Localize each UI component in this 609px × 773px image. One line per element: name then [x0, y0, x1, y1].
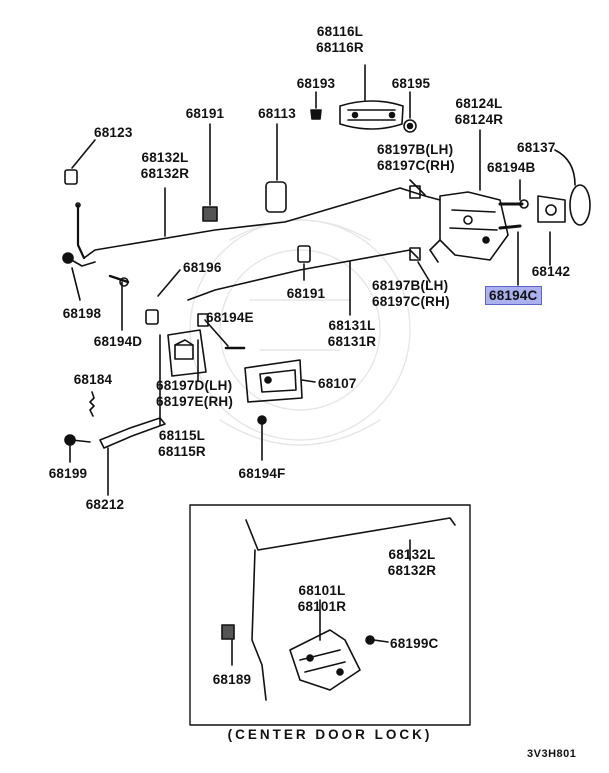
label-68132-top: 68132L 68132R: [140, 150, 190, 181]
label-68194f: 68194F: [238, 466, 286, 481]
label-68189: 68189: [212, 672, 252, 687]
label-68115: 68115L 68115R: [158, 428, 206, 459]
part-68107-inside-handle: [244, 359, 316, 403]
part-68193-screw: [310, 91, 322, 120]
part-68191-clip-top: [202, 123, 218, 222]
label-68194c-highlighted: 68194C: [485, 286, 542, 305]
watermark: [189, 219, 411, 446]
inset-caption: (CENTER DOOR LOCK): [227, 727, 433, 742]
label-68194b: 68194B: [487, 160, 536, 175]
part-68197de-clip: [159, 313, 209, 421]
inset-rods: [245, 517, 456, 701]
part-68194b-bolt: [498, 179, 529, 209]
label-68142: 68142: [531, 264, 571, 279]
part-68113-cover: [265, 123, 287, 213]
label-68131: 68131L 68131R: [327, 318, 377, 349]
part-inside-handle-bracket: [167, 329, 207, 377]
part-68198-joint: [62, 252, 96, 301]
part-68191-clip-mid: [297, 245, 311, 281]
label-68197bc-mid: 68197B(LH) 68197C(RH): [372, 278, 450, 309]
label-68123: 68123: [94, 125, 133, 140]
label-68197de: 68197D(LH) 68197E(RH): [156, 378, 234, 409]
inset-frame: [189, 504, 471, 726]
part-68194e-screw: [204, 319, 246, 350]
label-68191-top: 68191: [185, 106, 225, 121]
label-68199c: 68199C: [390, 636, 439, 651]
label-68199: 68199: [48, 466, 88, 481]
part-68131-rod: [187, 249, 419, 316]
part-68123-clip: [64, 139, 96, 185]
part-68194d-screw: [108, 274, 130, 331]
label-68191-mid: 68191: [286, 286, 326, 301]
label-68194d: 68194D: [93, 334, 143, 349]
inset-68199c-bolt: [365, 635, 389, 645]
label-68101: 68101L 68101R: [297, 583, 347, 614]
label-68194e: 68194E: [206, 310, 254, 325]
label-68193: 68193: [296, 76, 336, 91]
label-68124: 68124L 68124R: [454, 96, 504, 127]
part-68137-striker: [537, 149, 591, 226]
part-68195-nut: [403, 91, 417, 133]
part-68116-outside-handle: [339, 64, 404, 130]
label-68184: 68184: [73, 372, 113, 387]
part-68196-bracket: [145, 269, 181, 325]
label-68197bc-top: 68197B(LH) 68197C(RH): [377, 142, 455, 173]
part-68132-rod: [75, 187, 441, 260]
inset-68189-clip: [221, 624, 235, 666]
label-68113: 68113: [258, 106, 296, 121]
part-68115-lever: [99, 417, 166, 449]
label-68195: 68195: [391, 76, 431, 91]
label-68212: 68212: [85, 497, 125, 512]
part-68197bc-clips: [409, 179, 431, 283]
part-68124-lock: [429, 129, 509, 263]
label-68132-inset: 68132L 68132R: [387, 547, 437, 578]
part-68184-spring: [89, 391, 95, 417]
label-68107: 68107: [318, 376, 357, 391]
label-68196: 68196: [183, 260, 222, 275]
label-68137: 68137: [517, 140, 556, 155]
diagram-code: 3V3H801: [527, 748, 577, 760]
part-68194f-screw: [257, 415, 267, 461]
label-68198: 68198: [62, 306, 102, 321]
inset-68101-latch: [289, 599, 361, 691]
part-68194c-screw: [498, 224, 522, 286]
label-68116: 68116L 68116R: [316, 24, 364, 55]
part-68199-bolt: [64, 434, 91, 463]
